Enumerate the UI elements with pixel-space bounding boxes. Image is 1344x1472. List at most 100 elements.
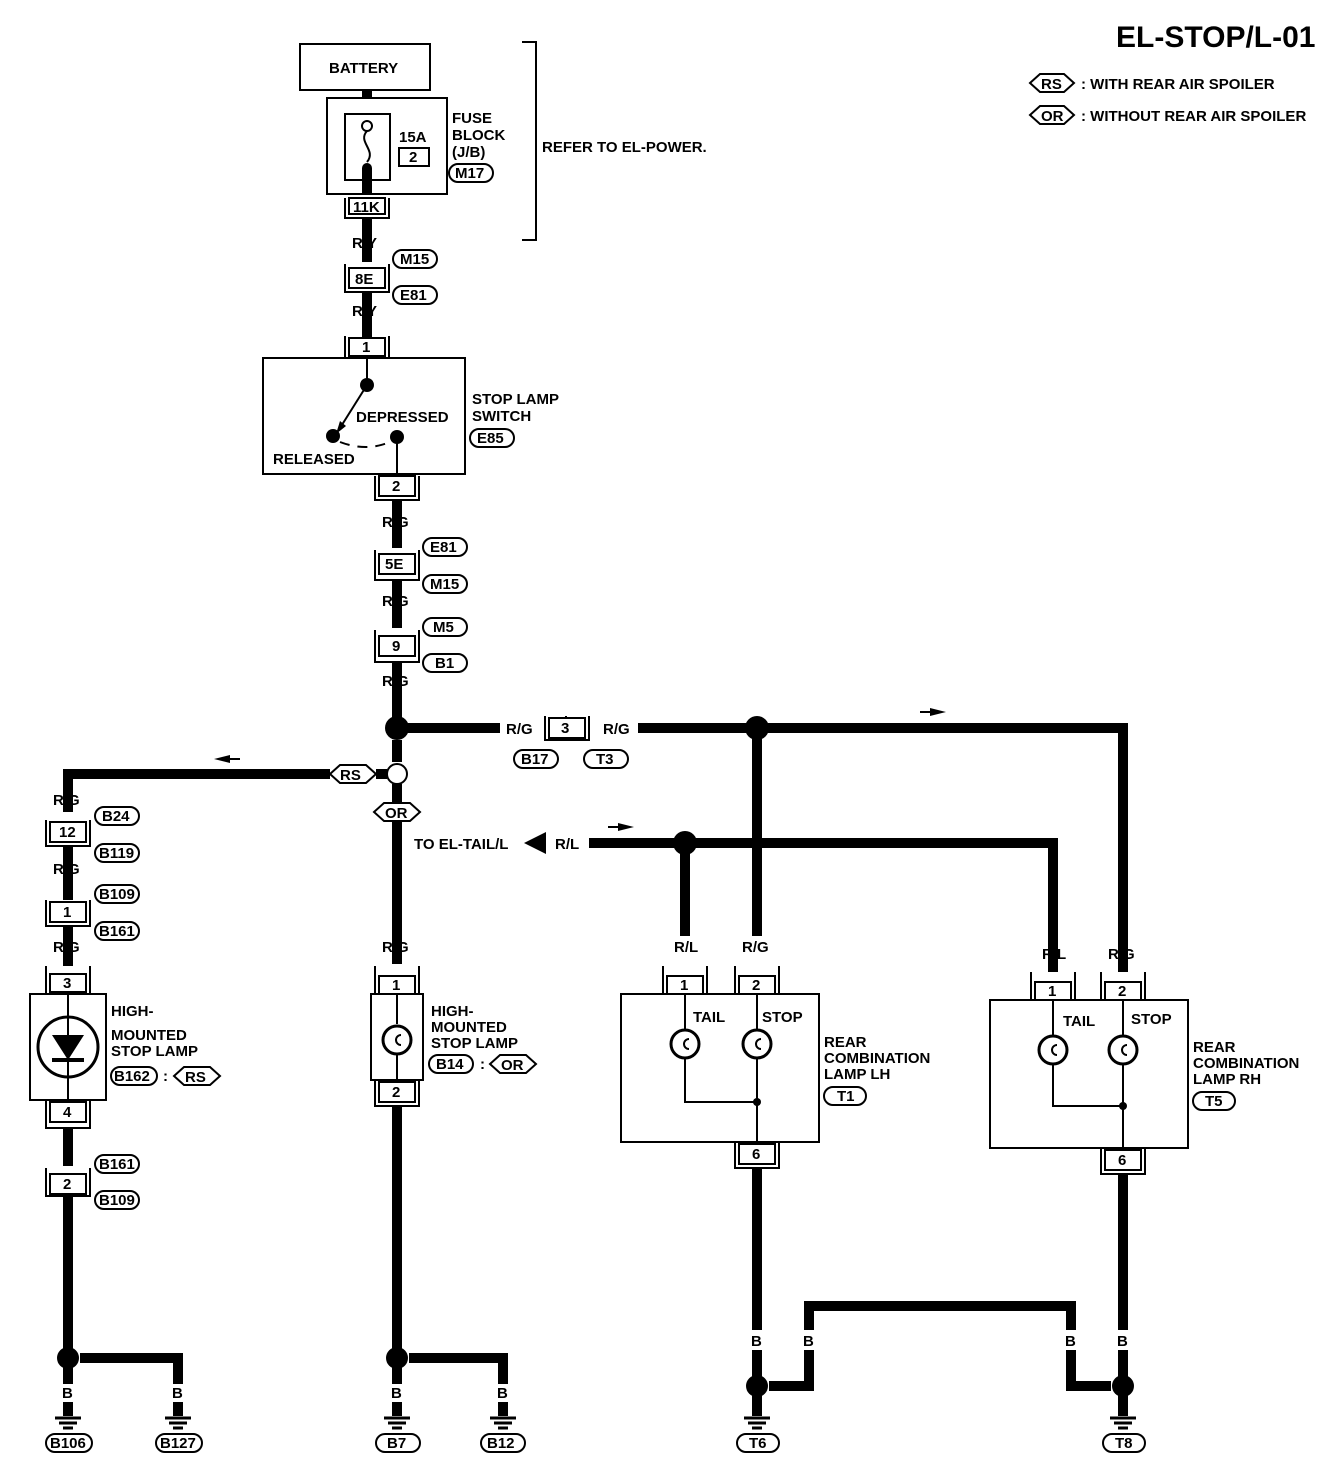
hmsl-rs-label-1: HIGH- — [111, 1003, 154, 1020]
stop-lamp-switch-box — [262, 357, 466, 475]
legend-or-tag: OR — [1041, 108, 1064, 125]
ground-symbol-t6 — [744, 1416, 770, 1430]
wire-color-b-7: B — [497, 1385, 508, 1402]
ground-t6: T6 — [749, 1435, 767, 1452]
or-branch-tag — [372, 802, 422, 822]
rear-rh-box — [989, 999, 1189, 1149]
wire-color-b-12: B — [1117, 1188, 1128, 1205]
ground-symbol-b12 — [490, 1416, 516, 1430]
rear-lh-connector: T1 — [837, 1088, 855, 1105]
conn-8e-bottom: E81 — [400, 287, 427, 304]
switch-pin-2: 2 — [392, 478, 400, 495]
rear-lh-label-3: LAMP LH — [824, 1066, 890, 1083]
rear-lh-stop-label: STOP — [762, 1009, 803, 1026]
rear-rh-tail-label: TAIL — [1063, 1013, 1095, 1030]
battery-label: BATTERY — [329, 60, 398, 77]
wire-color-rg-6: R/G — [53, 792, 80, 809]
hmsl-or-pin-out: 2 — [392, 1084, 400, 1101]
legend-rs-text: : WITH REAR AIR SPOILER — [1081, 76, 1275, 93]
wire-color-rg-9: R/G — [382, 939, 409, 956]
conn-1-bottom: B161 — [99, 923, 135, 940]
conn-12-pin: 12 — [59, 824, 76, 841]
wire-color-b-2: B — [62, 1209, 73, 1226]
wire-color-b-4: B — [172, 1385, 183, 1402]
wire-color-b-8: B — [751, 1184, 762, 1201]
conn-8e-pin: 8E — [355, 271, 373, 288]
wire-color-rg-4: R/G — [506, 721, 533, 738]
conn-12-top: B24 — [102, 808, 130, 825]
refer-text: REFER TO EL-POWER. — [542, 139, 707, 156]
wire-color-b-6: B — [391, 1385, 402, 1402]
wire-color-b-5: B — [391, 1120, 402, 1137]
wire-color-b-3: B — [62, 1385, 73, 1402]
conn-1-pin: 1 — [63, 904, 71, 921]
switch-depressed: DEPRESSED — [356, 409, 449, 426]
wire-color-b-1: B — [62, 1138, 73, 1155]
hmsl-or-tag: OR — [501, 1057, 524, 1074]
rear-rh-label-2: COMBINATION — [1193, 1055, 1299, 1072]
ground-symbol-b106 — [55, 1416, 81, 1430]
rear-lh-pin-6: 6 — [752, 1146, 760, 1163]
rear-rh-pin-1: 1 — [1048, 983, 1056, 1000]
hmsl-or-label-3: STOP LAMP — [431, 1035, 518, 1052]
rear-lh-pin-2: 2 — [752, 977, 760, 994]
to-tail-label: TO EL-TAIL/L — [414, 836, 508, 853]
wire-color-b-10: B — [803, 1333, 814, 1350]
conn-8e-top: M15 — [400, 251, 429, 268]
flow-arrow-left — [214, 755, 230, 763]
hmsl-rs-tag: RS — [185, 1069, 206, 1086]
conn-3-left: B17 — [521, 751, 549, 768]
legend-or: OR : WITHOUT REAR AIR SPOILER — [1028, 105, 1306, 125]
refer-bracket — [522, 41, 537, 241]
conn-3-right: T3 — [596, 751, 614, 768]
conn-1-top: B109 — [99, 886, 135, 903]
rear-lh-pin-1: 1 — [680, 977, 688, 994]
wire-color-rl-2: R/L — [674, 939, 698, 956]
to-tail-arrow — [524, 832, 546, 854]
diagram-title: EL-STOP/L-01 — [1116, 21, 1315, 54]
hmsl-rs-colon: : — [163, 1068, 168, 1085]
legend-rs: RS : WITH REAR AIR SPOILER — [1028, 73, 1275, 93]
fuse-connector: M17 — [455, 165, 484, 182]
hmsl-rs-label-2: MOUNTED — [111, 1027, 187, 1044]
hmsl-or-colon: : — [480, 1056, 485, 1073]
fuse-label-3: (J/B) — [452, 144, 485, 161]
wire-color-ry-1: R/Y — [352, 235, 377, 252]
rear-rh-label-3: LAMP RH — [1193, 1071, 1261, 1088]
ground-b12: B12 — [487, 1435, 515, 1452]
conn-2b-pin: 2 — [63, 1176, 71, 1193]
ground-b7: B7 — [387, 1435, 406, 1452]
splice-option — [386, 763, 408, 785]
hmsl-or-label-1: HIGH- — [431, 1003, 474, 1020]
conn-9-pin: 9 — [392, 638, 400, 655]
rear-rh-connector: T5 — [1205, 1093, 1223, 1110]
fuse-label-2: BLOCK — [452, 127, 505, 144]
fuse-element — [363, 130, 371, 163]
ground-b106: B106 — [50, 1435, 86, 1452]
ground-symbol-b7 — [384, 1416, 410, 1430]
hmsl-or-pin-in: 1 — [392, 977, 400, 994]
switch-pin-1: 1 — [362, 339, 370, 356]
hmsl-or-label-2: MOUNTED — [431, 1019, 507, 1036]
fuse-rating: 15A — [399, 129, 427, 146]
fuse-number: 2 — [409, 149, 417, 166]
ground-symbol-t8 — [1110, 1416, 1136, 1430]
hmsl-rs-label-3: STOP LAMP — [111, 1043, 198, 1060]
ground-b127: B127 — [160, 1435, 196, 1452]
hmsl-or-connector: B14 — [436, 1056, 464, 1073]
conn-2b-bottom: B109 — [99, 1192, 135, 1209]
rs-branch-label: RS — [340, 767, 361, 784]
conn-9-bottom: B1 — [435, 655, 454, 672]
switch-label-2: SWITCH — [472, 408, 531, 425]
wire-color-rg-3: R/G — [382, 673, 409, 690]
switch-released: RELEASED — [273, 451, 355, 468]
rear-lh-label-2: COMBINATION — [824, 1050, 930, 1067]
wire-color-b-9: B — [751, 1333, 762, 1350]
switch-label-1: STOP LAMP — [472, 391, 559, 408]
conn-5e-pin: 5E — [385, 556, 403, 573]
battery-box — [299, 43, 431, 91]
switch-connector: E85 — [477, 430, 504, 447]
conn-5e-top: E81 — [430, 539, 457, 556]
rear-lh-tail-label: TAIL — [693, 1009, 725, 1026]
